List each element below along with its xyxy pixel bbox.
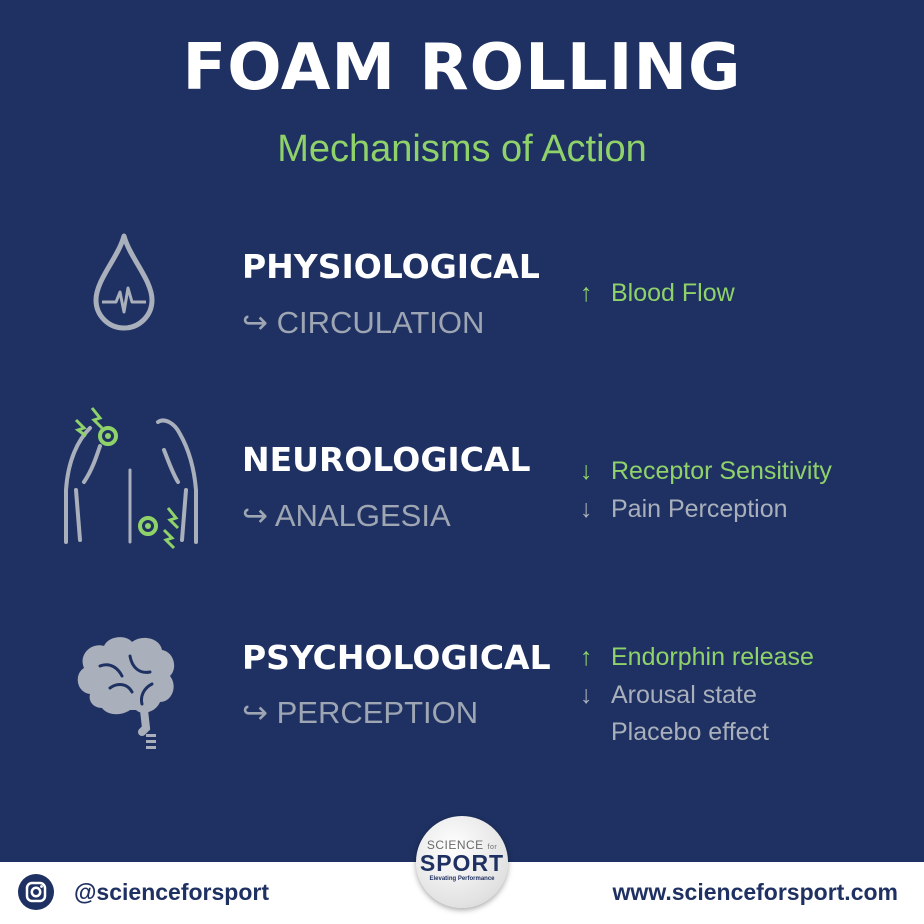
mechanism-circulation: ↪ CIRCULATION	[242, 305, 485, 340]
mechanism-analgesia: ↪ ANALGESIA	[242, 498, 451, 533]
instagram-icon[interactable]	[18, 874, 54, 910]
arrow-down-icon: ↓	[580, 495, 593, 523]
arrow-down-icon: ↓	[580, 681, 593, 709]
effect-arousal-state: ↓ Arousal state	[580, 679, 757, 711]
logo-text-science: SCIENCE for	[426, 838, 498, 852]
logo-text-sport: SPORT	[419, 850, 505, 876]
logo-tagline: Elevating Performance	[429, 876, 495, 882]
mechanism-perception: ↪ PERCEPTION	[242, 695, 479, 730]
arrow-up-icon: ↑	[580, 643, 593, 671]
brain-icon	[77, 637, 175, 749]
effect-label: Pain Perception	[611, 495, 788, 523]
website-link[interactable]: www.scienceforsport.com	[612, 879, 898, 905]
back-pain-points-icon	[64, 407, 198, 550]
page-title: FOAM ROLLING	[182, 31, 742, 105]
science-for-sport-logo: SCIENCE for SPORT Elevating Performance	[416, 816, 508, 908]
effect-label: Endorphin release	[611, 643, 814, 671]
blood-drop-heartbeat-icon	[93, 233, 155, 331]
effect-pain-perception: ↓ Pain Perception	[580, 493, 788, 525]
effect-blood-flow: ↑ Blood Flow	[580, 277, 735, 309]
effect-placebo: Placebo effect	[580, 716, 769, 748]
arrow-up-icon: ↑	[580, 279, 593, 307]
arrow-down-icon: ↓	[580, 457, 593, 485]
effect-label: Placebo effect	[611, 718, 769, 746]
effect-label: Receptor Sensitivity	[611, 457, 832, 485]
effect-receptor-sensitivity: ↓ Receptor Sensitivity	[580, 455, 832, 487]
category-neurological: NEUROLOGICAL	[242, 440, 531, 479]
infographic-panel: FOAM ROLLING Mechanisms of Action PHYSIO…	[0, 0, 924, 862]
category-physiological: PHYSIOLOGICAL	[242, 247, 540, 286]
category-psychological: PSYCHOLOGICAL	[242, 638, 551, 677]
effect-label: Arousal state	[611, 681, 757, 709]
page-subtitle: Mechanisms of Action	[277, 128, 647, 170]
effect-label: Blood Flow	[611, 279, 735, 307]
effect-endorphin-release: ↑ Endorphin release	[580, 641, 814, 673]
instagram-handle-link[interactable]: @scienceforsport	[74, 879, 269, 905]
